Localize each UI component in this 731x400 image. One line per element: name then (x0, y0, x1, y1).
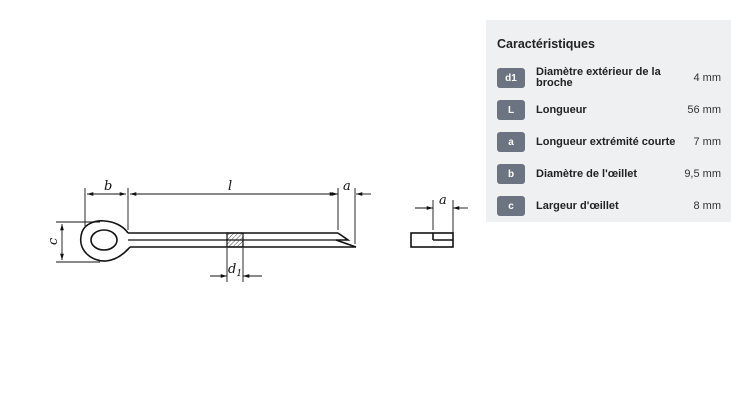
characteristic-label: Largeur d'œillet (536, 199, 619, 212)
characteristics-list: d1 Diamètre extérieur de la broche 4 mm … (497, 62, 721, 222)
characteristic-value: 56 mm (687, 104, 721, 116)
characteristic-row-a: a Longueur extrémité courte 7 mm (497, 126, 721, 158)
characteristic-label: Diamètre de l'œillet (536, 167, 638, 180)
badge-L: L (497, 100, 525, 120)
characteristic-row-L: L Longueur 56 mm (497, 94, 721, 126)
cotter-pin-side-view (410, 232, 454, 248)
characteristic-row-d1: d1 Diamètre extérieur de la broche 4 mm (497, 62, 721, 94)
characteristic-row-c: c Largeur d'œillet 8 mm (497, 190, 721, 222)
characteristic-label: Longueur extrémité courte (536, 135, 676, 148)
dim-label-b: b (104, 179, 112, 194)
characteristic-value: 4 mm (693, 72, 722, 84)
dimension-lines (56, 188, 371, 282)
badge-c: c (497, 196, 525, 216)
dim-label-side-a: a (439, 193, 447, 208)
characteristic-value: 9,5 mm (684, 168, 721, 180)
dim-label-a: a (343, 179, 351, 194)
characteristic-value: 7 mm (693, 136, 722, 148)
characteristics-panel: Caractéristiques d1 Diamètre extérieur d… (486, 20, 731, 222)
characteristic-label: Diamètre extérieur de la broche (536, 66, 661, 89)
dim-label-c: c (46, 237, 61, 245)
badge-b: b (497, 164, 525, 184)
section-hatch (226, 232, 244, 248)
dim-label-d1: d1 (228, 262, 242, 279)
badge-a: a (497, 132, 525, 152)
badge-d1: d1 (497, 68, 525, 88)
characteristic-row-b: b Diamètre de l'œillet 9,5 mm (497, 158, 721, 190)
side-view-dimension (415, 200, 468, 238)
cotter-pin-outline (79, 220, 357, 262)
panel-title: Caractéristiques (497, 37, 595, 51)
characteristic-value: 8 mm (693, 200, 722, 212)
characteristic-label: Longueur (536, 103, 587, 116)
dim-label-l: l (228, 179, 232, 194)
cotter-pin-drawing: b l a c d1 a (46, 179, 468, 282)
